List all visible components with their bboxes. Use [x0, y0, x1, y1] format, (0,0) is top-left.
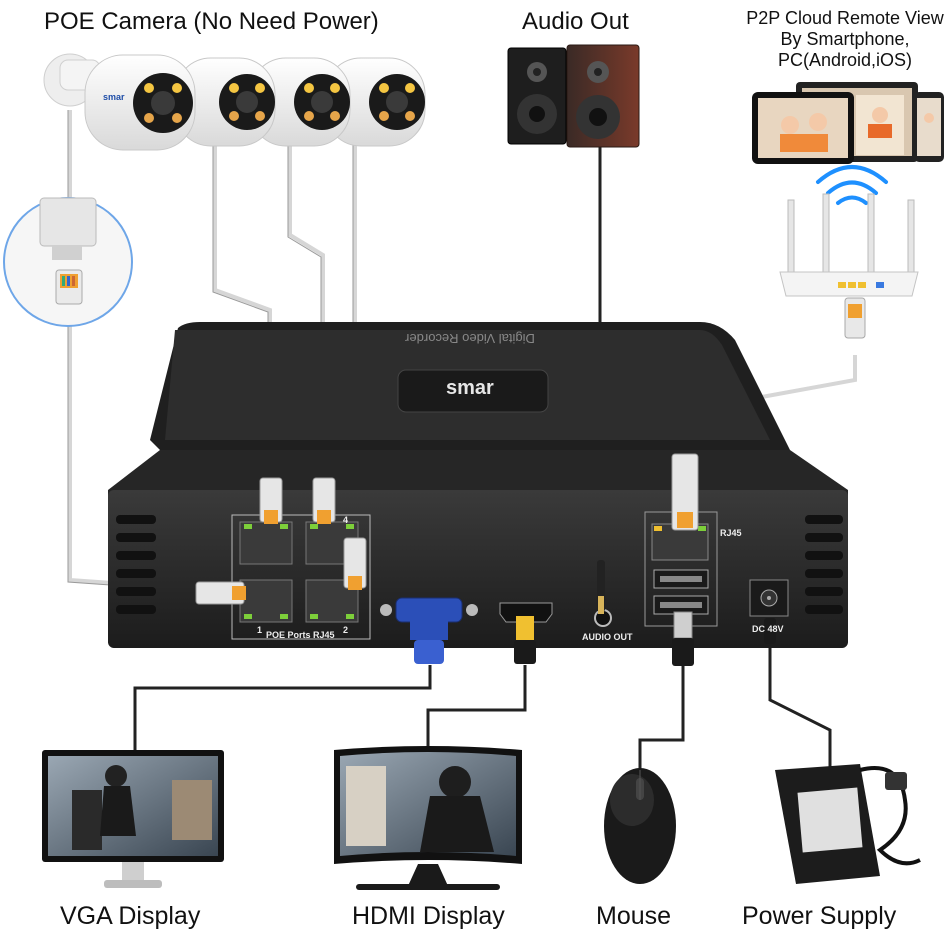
poe-ports-label: POE Ports RJ45 [266, 630, 335, 640]
hdmi-display-caption: HDMI Display [352, 902, 505, 930]
remote-view-devices [752, 82, 944, 164]
audio-out-title: Audio Out [522, 8, 629, 35]
mouse-caption: Mouse [596, 902, 672, 930]
poe-cameras: smar [43, 53, 426, 151]
router [779, 193, 919, 339]
wifi-icon [816, 165, 888, 205]
mouse-cable [638, 665, 685, 770]
nvr-recorder: Digital Video Recorder [108, 322, 848, 648]
left-vents [116, 515, 156, 614]
poe-port-1-label: 1 [257, 625, 263, 635]
camera-brand-label: smar [103, 92, 125, 102]
poe-port-4-label: 4 [343, 515, 349, 525]
audio-plug [597, 560, 605, 614]
camera-2 [174, 57, 276, 147]
audio-out-port-label: AUDIO OUT [582, 632, 633, 642]
rj45-zoom-inset [3, 197, 133, 327]
hdmi-monitor [334, 746, 522, 890]
camera-3 [249, 57, 351, 147]
rj45-plugs [195, 453, 699, 605]
right-vents [805, 515, 843, 614]
power-cable [768, 640, 832, 770]
vga-plug [410, 618, 448, 664]
vga-display-caption: VGA Display [60, 902, 201, 930]
usb-plug [672, 611, 694, 666]
dc-power-label: DC 48V [752, 624, 784, 634]
vga-monitor [42, 750, 224, 888]
hdmi-port [499, 602, 553, 623]
mouse-device [604, 768, 676, 884]
poe-camera-title: POE Camera (No Need Power) [44, 8, 379, 35]
rj45-label: RJ45 [720, 528, 742, 538]
camera-1 [84, 54, 196, 151]
power-adapter [775, 764, 921, 884]
vga-cable [133, 665, 432, 750]
poe-port-2-label: 2 [343, 625, 349, 635]
power-supply-caption: Power Supply [742, 902, 897, 930]
lid-text: Digital Video Recorder [404, 331, 534, 346]
p2p-remote-view-title: P2P Cloud Remote View By Smartphone, PC(… [746, 8, 944, 70]
hdmi-plug [514, 616, 536, 664]
camera-4 [324, 57, 426, 147]
dc-plug [764, 618, 776, 644]
speakers [507, 44, 640, 148]
hdmi-cable [426, 665, 527, 752]
poe-ports-panel [231, 514, 371, 640]
nvr-brand-logo: smar [446, 377, 494, 399]
